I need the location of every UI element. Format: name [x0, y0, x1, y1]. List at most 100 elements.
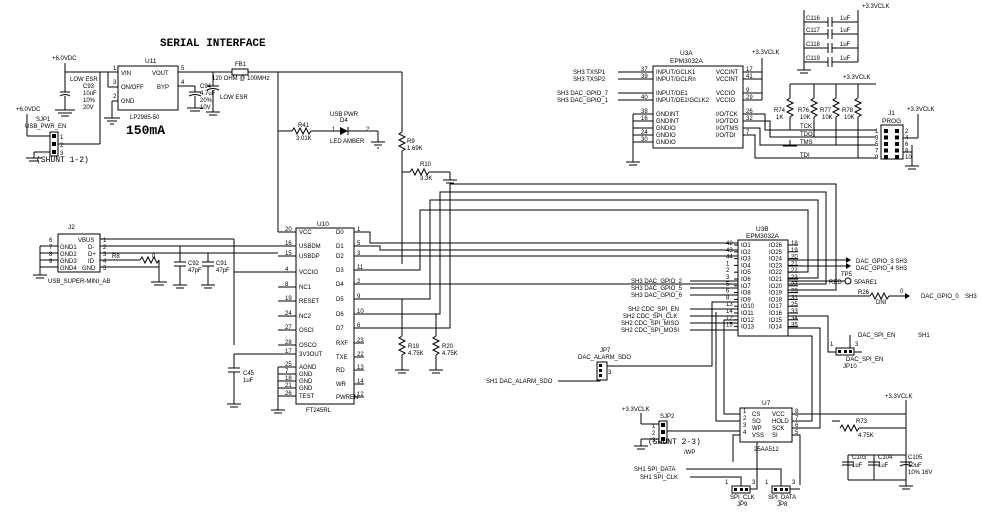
- svg-text:16: 16: [641, 116, 648, 122]
- svg-text:J2: J2: [68, 224, 75, 231]
- ic-u3b: U3B EPM3032A: [737, 226, 789, 337]
- cap-c117: C117: [806, 28, 821, 34]
- svg-text:20: 20: [791, 255, 798, 261]
- svg-text:1uF: 1uF: [840, 28, 851, 34]
- svg-text:JP9: JP9: [737, 502, 748, 508]
- svg-text:17: 17: [285, 349, 292, 355]
- svg-text:SH2 CDC_SPI_EN: SH2 CDC_SPI_EN: [628, 307, 679, 313]
- u10-pin-test: TEST: [299, 394, 315, 400]
- svg-text:32: 32: [746, 116, 753, 122]
- svg-text:1: 1: [332, 127, 336, 133]
- u3b-pin-io1: IO1: [741, 243, 751, 249]
- u3b-pin-io18: IO18: [769, 297, 783, 303]
- svg-text:2: 2: [103, 245, 107, 251]
- u10-pin-rxf: RXF: [336, 341, 348, 347]
- regulator-section: +6.0VDC LOW ESR C93 10uF 10% 20V U11 VIN…: [52, 56, 279, 232]
- svg-text:DAC_GPIO_0: DAC_GPIO_0: [921, 294, 959, 300]
- u10-pin-nc2: NC2: [299, 314, 312, 320]
- resistor-r77: R77: [820, 108, 832, 114]
- svg-text:+3.3VCLK: +3.3VCLK: [752, 50, 780, 56]
- svg-text:20V: 20V: [83, 105, 94, 111]
- u3b-left-nets: SH3 DAC_GPIO_2 SH3 DAC_GPIO_5 SH3 DAC_GP…: [621, 279, 738, 334]
- u3b-pin-io13: IO13: [741, 325, 755, 331]
- svg-text:11: 11: [357, 265, 364, 271]
- svg-text:20: 20: [285, 227, 292, 233]
- u3b-pin-io9: IO9: [741, 297, 751, 303]
- u3b-pin-io17: IO17: [769, 304, 783, 310]
- j1-pin-7: 7: [875, 149, 879, 155]
- u7-pin-cs: CS: [752, 412, 760, 418]
- u3a-pin-4: GNDINT: [656, 112, 679, 118]
- resistor-r78: R78: [842, 108, 854, 114]
- svg-text:1uF: 1uF: [852, 463, 863, 469]
- svg-text:TMS: TMS: [800, 140, 813, 146]
- svg-text:23: 23: [791, 275, 798, 281]
- svg-text:DAC_ALARM_SDO: DAC_ALARM_SDO: [578, 355, 631, 361]
- svg-text:13: 13: [357, 365, 364, 371]
- svg-text:31: 31: [791, 295, 798, 301]
- svg-text:9: 9: [746, 88, 750, 94]
- svg-text:U3B: U3B: [756, 226, 769, 233]
- jumper-jp10: DAC_SPI_EN SH1 DAC_SPI_EN JP10 1 3: [788, 315, 930, 370]
- u10-pin-d0: D0: [336, 230, 344, 236]
- svg-text:TCK: TCK: [800, 124, 812, 130]
- u3a-pin-1: INPUT/GCLRn: [656, 77, 696, 83]
- svg-text:FT245RL: FT245RL: [306, 408, 332, 414]
- u10-pin-d6: D6: [336, 312, 344, 318]
- cap-c118: C118: [806, 42, 821, 48]
- u10-pin-nc1: NC1: [299, 285, 312, 291]
- svg-text:JP8: JP8: [777, 502, 788, 508]
- svg-text:C105: C105: [908, 455, 923, 461]
- jumper-jp7: JP7 DAC_ALARM_SDO SH1 DAC_ALARM_SDO 3: [486, 301, 738, 385]
- low-esr-label-2: LOW ESR: [220, 95, 248, 101]
- u11-part: LP2985-50: [130, 115, 160, 121]
- u3b-pins: IO142IO243IO344IO41IO52IO63IO75IO86IO98I…: [726, 241, 798, 331]
- svg-text:25: 25: [285, 362, 292, 368]
- svg-text:4.75K: 4.75K: [442, 351, 458, 357]
- u3b-pin-io2: IO2: [741, 250, 751, 256]
- svg-text:/WP: /WP: [684, 450, 695, 456]
- svg-text:2: 2: [357, 279, 361, 285]
- svg-text:R41: R41: [298, 123, 310, 129]
- svg-text:5: 5: [357, 241, 361, 247]
- sjp2-shunt-label: (SHUNT 2-3): [648, 438, 701, 447]
- svg-text:1uF: 1uF: [840, 56, 851, 62]
- u10-pin-osco: OSCO: [299, 343, 317, 349]
- u10-pin-gnd: GND: [299, 379, 313, 385]
- svg-text:SH3 DAC_GPIO_6: SH3 DAC_GPIO_6: [631, 293, 683, 299]
- svg-text:1: 1: [765, 480, 769, 486]
- svg-text:2: 2: [60, 143, 64, 149]
- svg-text:18: 18: [791, 241, 798, 247]
- svg-text:DNI: DNI: [876, 300, 887, 306]
- u7-pin-wp: WP: [752, 426, 762, 432]
- svg-text:1: 1: [103, 238, 107, 244]
- u10-pin-pwren: PWREN: [336, 395, 358, 401]
- u3b-pin-io21: IO21: [769, 277, 783, 283]
- u3a-pin-r6: I/O/TMS: [716, 126, 738, 132]
- svg-text:7: 7: [49, 245, 53, 251]
- u10-pin-vcc: VCC: [299, 230, 312, 236]
- svg-text:1: 1: [652, 424, 656, 430]
- svg-text:21: 21: [791, 261, 798, 267]
- svg-text:37: 37: [641, 67, 648, 73]
- u10-pin-d1: D1: [336, 244, 344, 250]
- u3a-pin-r7: I/O/TDI: [716, 133, 736, 139]
- svg-text:FB1: FB1: [235, 62, 247, 68]
- u3b-pin-io16: IO16: [769, 311, 783, 317]
- svg-text:10%: 10%: [83, 98, 96, 104]
- u10-pin-wr: WR: [336, 382, 347, 388]
- svg-text:10V: 10V: [200, 105, 211, 111]
- svg-text:7: 7: [746, 130, 750, 136]
- j1-pin-5: 5: [875, 142, 879, 148]
- svg-text:47pF: 47pF: [216, 268, 230, 274]
- svg-text:8: 8: [49, 252, 53, 258]
- svg-text:1: 1: [743, 409, 747, 415]
- svg-text:120 OHM @ 100MHz: 120 OHM @ 100MHz: [212, 76, 269, 82]
- svg-text:SPI_CLK: SPI_CLK: [730, 495, 755, 501]
- u3a-pin-2: INPUT/OE1: [656, 91, 688, 97]
- u10-pin-d7: D7: [336, 326, 344, 332]
- u10-pin-gnd: GND: [299, 372, 313, 378]
- j1-pin-2: 2: [905, 129, 909, 135]
- svg-text:19: 19: [791, 248, 798, 254]
